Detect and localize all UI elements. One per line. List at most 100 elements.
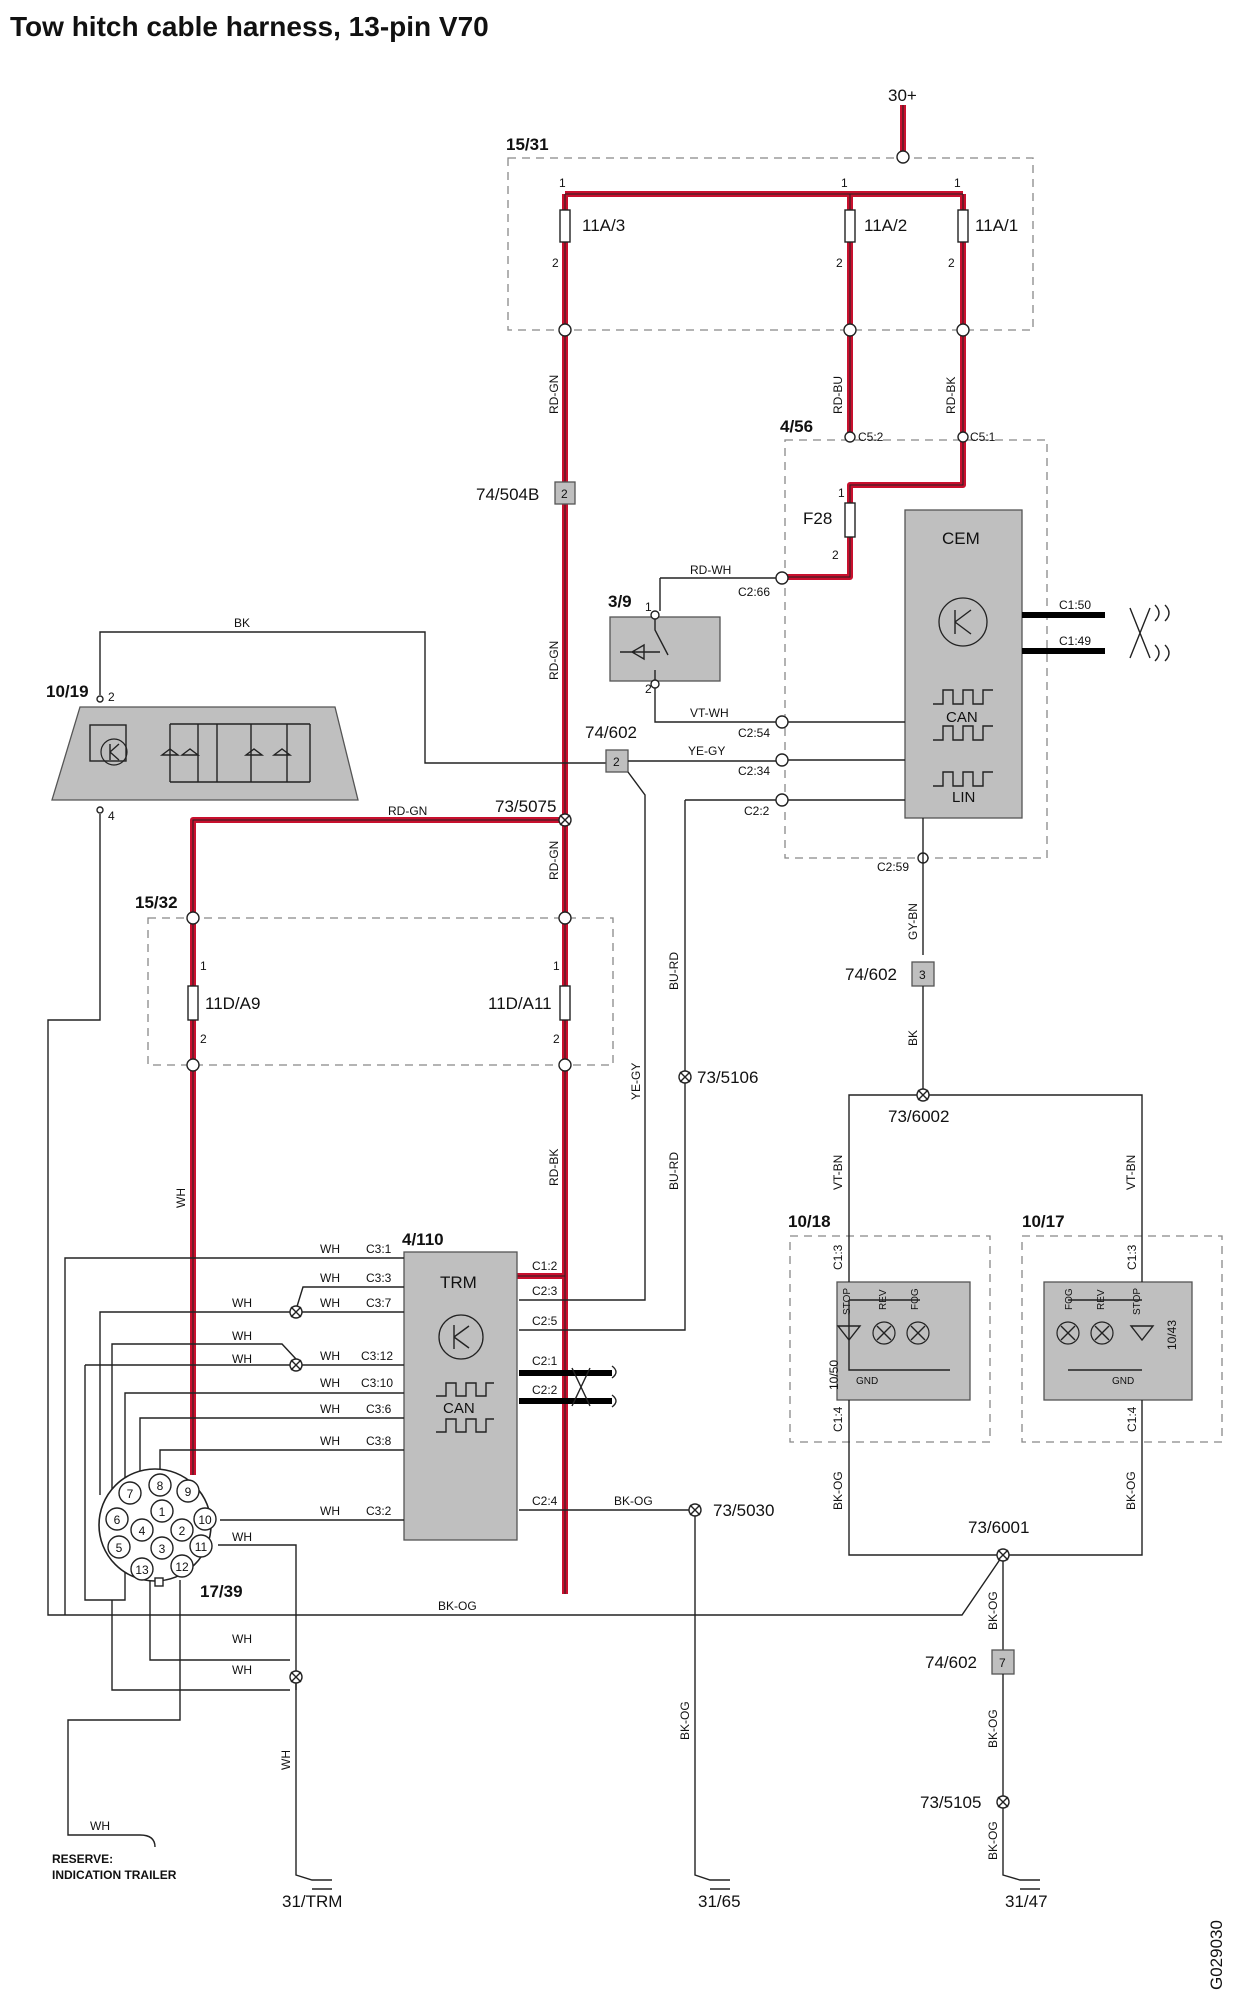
svg-text:1: 1 (559, 176, 566, 190)
svg-text:C3:1: C3:1 (366, 1242, 392, 1256)
svg-text:74/602: 74/602 (925, 1653, 977, 1672)
svg-text:31/65: 31/65 (698, 1892, 741, 1911)
socket-pin (176, 1479, 200, 1503)
svg-text:WH: WH (320, 1271, 340, 1285)
splice-73-6001-ground: 73/6001 BK-OG 7 74/602 BK-OG 73/5105 BK-… (920, 1518, 1048, 1911)
svg-text:74/504B: 74/504B (476, 485, 539, 504)
socket-pin-label: 4 (139, 1524, 146, 1538)
svg-text:2: 2 (645, 682, 652, 696)
socket-pin (150, 1536, 174, 1560)
svg-text:C2:5: C2:5 (532, 1314, 558, 1328)
svg-text:10/19: 10/19 (46, 682, 89, 701)
svg-text:73/6002: 73/6002 (888, 1107, 949, 1126)
fuse-box-top-label: 15/31 (506, 135, 549, 154)
svg-text:VT-WH: VT-WH (690, 706, 729, 720)
svg-text:1: 1 (954, 176, 961, 190)
svg-text:2: 2 (561, 487, 568, 501)
svg-text:C1:4: C1:4 (1125, 1406, 1139, 1432)
svg-text:STOP: STOP (1132, 1288, 1143, 1315)
connector-74-602-a: 2 74/602 YE-GY YE-GY BU-RD BU-RD 73/5106 (519, 723, 776, 1331)
f28-label: F28 (803, 509, 832, 528)
svg-text:C5:2: C5:2 (858, 430, 884, 444)
svg-text:31/47: 31/47 (1005, 1892, 1048, 1911)
wire-rd-gn-1: RD-GN (547, 375, 561, 414)
socket-pin-label: 2 (179, 1524, 186, 1538)
svg-text:C3:2: C3:2 (366, 1504, 392, 1518)
svg-text:BK: BK (234, 616, 250, 630)
wire-wh-main: WH (174, 1188, 188, 1208)
svg-text:15/32: 15/32 (135, 893, 178, 912)
socket-pin-label: 3 (159, 1542, 166, 1556)
svg-text:FOG: FOG (1064, 1288, 1075, 1310)
svg-text:11D/A9: 11D/A9 (205, 994, 260, 1013)
svg-text:WH: WH (279, 1750, 293, 1770)
svg-text:YE-GY: YE-GY (688, 744, 725, 758)
fuse-11a3-label: 11A/3 (582, 216, 625, 235)
svg-text:1: 1 (645, 600, 652, 614)
wire-rd-gn-4: RD-GN (388, 804, 427, 818)
wire-rd-bk-1: RD-BK (944, 377, 958, 414)
svg-text:C2:66: C2:66 (738, 585, 770, 599)
socket-pin-label: 5 (116, 1541, 123, 1555)
svg-text:1: 1 (838, 486, 845, 500)
power-wires (190, 105, 966, 1594)
svg-text:WH: WH (320, 1504, 340, 1518)
socket-pin-label: 9 (185, 1485, 192, 1499)
svg-text:2: 2 (553, 1032, 560, 1046)
svg-text:C3:7: C3:7 (366, 1296, 392, 1310)
socket-pin (170, 1554, 194, 1578)
svg-text:1: 1 (200, 959, 207, 973)
svg-text:C1:2: C1:2 (532, 1259, 558, 1273)
svg-text:C2:34: C2:34 (738, 764, 770, 778)
svg-text:C2:4: C2:4 (532, 1494, 558, 1508)
svg-text:BK-OG: BK-OG (986, 1709, 1000, 1748)
svg-text:2: 2 (832, 548, 839, 562)
svg-text:C2:59: C2:59 (877, 860, 909, 874)
svg-text:74/602: 74/602 (585, 723, 637, 742)
svg-text:WH: WH (320, 1349, 340, 1363)
svg-text:BU-RD: BU-RD (667, 1152, 681, 1190)
svg-text:BK-OG: BK-OG (614, 1494, 653, 1508)
socket-pin (189, 1534, 213, 1558)
supply-label: 30+ (888, 86, 917, 105)
svg-text:C1:49: C1:49 (1059, 634, 1091, 648)
svg-text:WH: WH (320, 1434, 340, 1448)
svg-text:C2:54: C2:54 (738, 726, 770, 740)
component-boundaries (147, 157, 1223, 1443)
svg-text:WH: WH (232, 1296, 252, 1310)
diagram-title: Tow hitch cable harness, 13-pin V70 (10, 11, 489, 42)
socket-pin (130, 1557, 154, 1581)
svg-text:2: 2 (948, 256, 955, 270)
svg-text:73/5105: 73/5105 (920, 1793, 981, 1812)
svg-text:RESERVE:: RESERVE: (52, 1852, 113, 1866)
connector-74-504b: 2 74/504B (476, 481, 576, 505)
svg-text:73/5075: 73/5075 (495, 797, 556, 816)
svg-text:CAN: CAN (946, 709, 978, 726)
socket-pin (150, 1499, 174, 1523)
svg-text:1: 1 (841, 176, 848, 190)
svg-text:BK-OG: BK-OG (438, 1599, 477, 1613)
socket-pin (130, 1518, 154, 1542)
socket-pin (170, 1518, 194, 1542)
svg-text:17/39: 17/39 (200, 1582, 243, 1601)
socket-pin-label: 7 (127, 1487, 134, 1501)
svg-text:BK: BK (906, 1030, 920, 1046)
svg-text:WH: WH (320, 1242, 340, 1256)
svg-text:C1:3: C1:3 (1125, 1244, 1139, 1270)
svg-text:BK-OG: BK-OG (1124, 1471, 1138, 1510)
svg-text:WH: WH (232, 1663, 252, 1677)
svg-text:C2:1: C2:1 (532, 1354, 558, 1368)
socket-pin (148, 1473, 172, 1497)
fuse-11a1-label: 11A/1 (975, 216, 1018, 235)
svg-text:WH: WH (320, 1402, 340, 1416)
svg-text:WH: WH (232, 1329, 252, 1343)
svg-text:VT-BN: VT-BN (831, 1155, 845, 1190)
socket-pin-label: 1 (159, 1505, 166, 1519)
svg-text:WH: WH (320, 1376, 340, 1390)
svg-text:TRM: TRM (440, 1273, 477, 1292)
connector-74-602-b: GY-BN 3 74/602 BK 73/6002 VT-BN VT-BN (831, 903, 1143, 1240)
svg-text:C1:4: C1:4 (831, 1406, 845, 1432)
svg-text:2: 2 (552, 256, 559, 270)
